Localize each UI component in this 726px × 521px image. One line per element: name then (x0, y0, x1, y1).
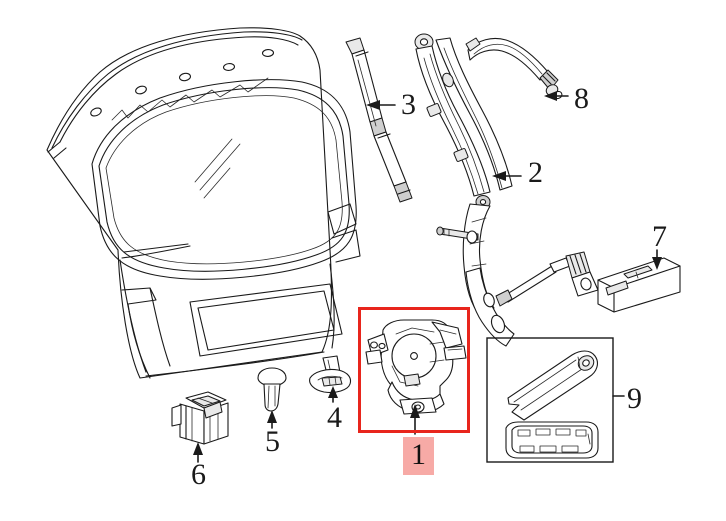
part-1-latch-actuator (365, 319, 467, 415)
callout-label-7[interactable]: 7 (652, 220, 667, 253)
part-9-inset-frame (486, 337, 614, 463)
callout-label-9[interactable]: 9 (627, 382, 642, 415)
part-7-connector-bracket (495, 251, 681, 313)
callout-label-4[interactable]: 4 (327, 401, 342, 434)
callout-label-5[interactable]: 5 (265, 425, 280, 458)
part-6-release-switch (171, 391, 229, 445)
part-4-striker-bumper (309, 355, 352, 394)
part-2-hinge-arm (414, 33, 515, 347)
callout-label-1[interactable]: 1 (403, 437, 434, 475)
callout-label-3[interactable]: 3 (401, 88, 416, 121)
liftgate-body-outline (46, 27, 361, 379)
callout-label-2[interactable]: 2 (528, 156, 543, 189)
part-5-rubber-stopper (257, 367, 287, 412)
callout-label-6[interactable]: 6 (191, 458, 206, 491)
callout-label-8[interactable]: 8 (574, 82, 589, 115)
part-8-washer-hose (465, 37, 563, 100)
